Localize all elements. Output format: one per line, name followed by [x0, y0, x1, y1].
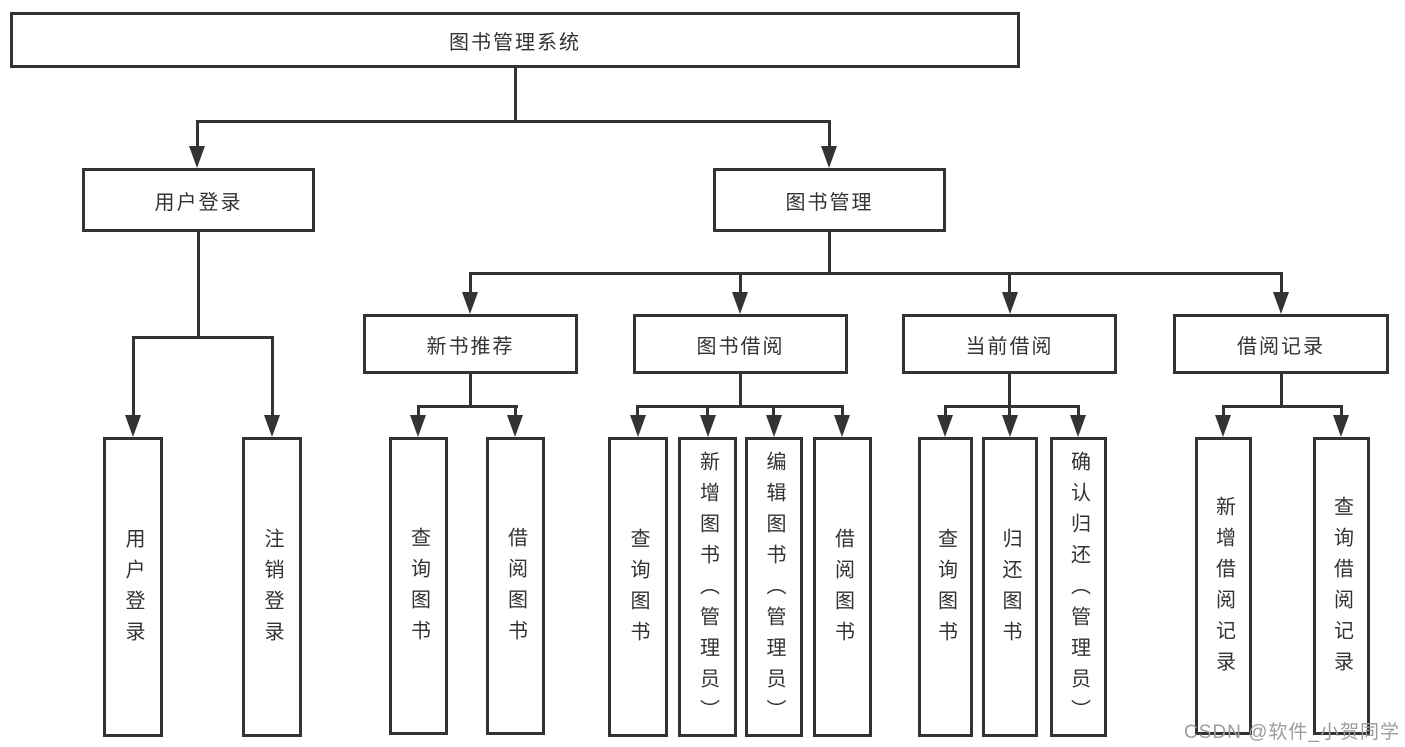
- connector-line: [417, 405, 420, 417]
- connector-line: [1222, 405, 1225, 417]
- connector-line: [1340, 405, 1343, 417]
- arrow-down-icon: [1002, 415, 1018, 437]
- connector-line: [828, 232, 831, 272]
- connector-line: [1280, 272, 1283, 294]
- arrow-down-icon: [125, 415, 141, 437]
- connector-line: [828, 120, 831, 148]
- connector-line: [636, 405, 844, 408]
- connector-line: [636, 405, 639, 417]
- arrow-down-icon: [507, 415, 523, 437]
- node-query-borrow-record: 查询借阅记录: [1313, 437, 1370, 735]
- node-user-login-leaf: 用户登录: [103, 437, 163, 737]
- arrow-down-icon: [189, 146, 205, 168]
- arrow-down-icon: [1002, 292, 1018, 314]
- connector-line: [417, 405, 518, 408]
- connector-line: [841, 405, 844, 417]
- node-new-book-recommendation: 新书推荐: [363, 314, 578, 374]
- node-query-books-rec: 查询图书: [389, 437, 448, 735]
- connector-line: [514, 405, 517, 417]
- connector-line: [944, 405, 1080, 408]
- arrow-down-icon: [264, 415, 280, 437]
- arrow-down-icon: [700, 415, 716, 437]
- node-edit-books-admin: 编辑图书（管理员）: [745, 437, 803, 737]
- connector-line: [469, 272, 472, 294]
- node-return-books: 归还图书: [982, 437, 1038, 737]
- connector-line: [469, 272, 1283, 275]
- connector-line: [197, 232, 200, 336]
- connector-line: [196, 120, 199, 148]
- node-borrow-books-leaf: 借阅图书: [813, 437, 872, 737]
- arrow-down-icon: [937, 415, 953, 437]
- node-confirm-return-admin: 确认归还（管理员）: [1050, 437, 1107, 737]
- node-query-books-current: 查询图书: [918, 437, 973, 737]
- arrow-down-icon: [766, 415, 782, 437]
- connector-line: [944, 405, 947, 417]
- connector-line: [196, 120, 831, 123]
- connector-line: [1008, 272, 1011, 294]
- arrow-down-icon: [1070, 415, 1086, 437]
- connector-line: [1222, 405, 1343, 408]
- node-query-books-borrow: 查询图书: [608, 437, 668, 737]
- node-book-management-system: 图书管理系统: [10, 12, 1020, 68]
- arrow-down-icon: [1273, 292, 1289, 314]
- node-borrowing-records: 借阅记录: [1173, 314, 1389, 374]
- connector-line: [271, 336, 274, 416]
- connector-line: [1077, 405, 1080, 417]
- node-borrow-books-rec: 借阅图书: [486, 437, 545, 735]
- connector-line: [1008, 405, 1011, 417]
- connector-line: [772, 405, 775, 417]
- node-book-borrowing: 图书借阅: [633, 314, 848, 374]
- node-add-books-admin: 新增图书（管理员）: [678, 437, 737, 737]
- node-current-borrowing: 当前借阅: [902, 314, 1117, 374]
- connector-line: [1008, 374, 1011, 405]
- arrow-down-icon: [732, 292, 748, 314]
- connector-line: [706, 405, 709, 417]
- connector-line: [132, 336, 135, 416]
- connector-line: [1280, 374, 1283, 405]
- arrow-down-icon: [1333, 415, 1349, 437]
- node-book-management: 图书管理: [713, 168, 946, 232]
- connector-line: [132, 336, 274, 339]
- arrow-down-icon: [462, 292, 478, 314]
- node-user-login: 用户登录: [82, 168, 315, 232]
- arrow-down-icon: [630, 415, 646, 437]
- arrow-down-icon: [834, 415, 850, 437]
- connector-line: [514, 68, 517, 120]
- connector-line: [739, 374, 742, 405]
- node-add-borrow-record: 新增借阅记录: [1195, 437, 1252, 735]
- arrow-down-icon: [821, 146, 837, 168]
- connector-line: [739, 272, 742, 294]
- arrow-down-icon: [410, 415, 426, 437]
- connector-line: [469, 374, 472, 405]
- csdn-watermark: CSDN @软件_小贺同学: [1184, 722, 1400, 743]
- arrow-down-icon: [1215, 415, 1231, 437]
- node-logout: 注销登录: [242, 437, 302, 737]
